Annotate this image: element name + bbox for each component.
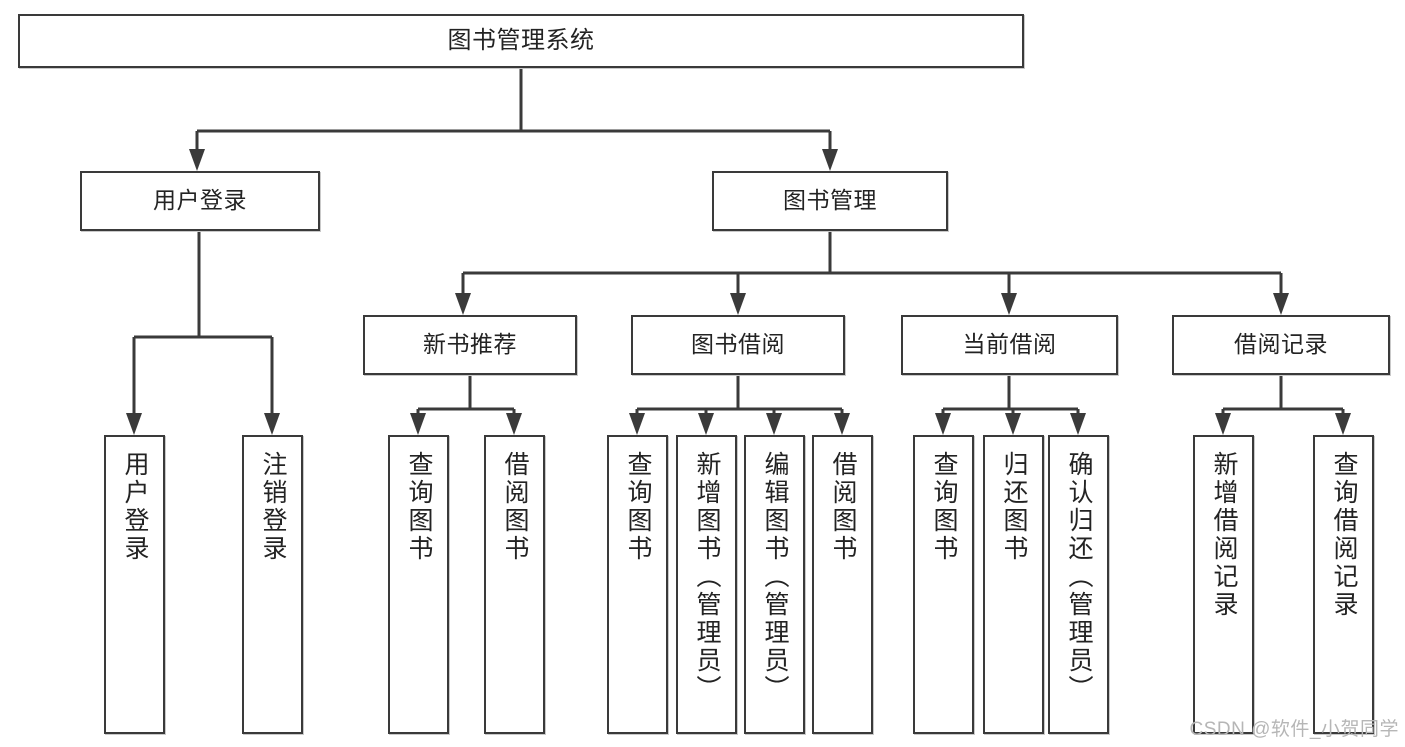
node-leaf-query-book-1[interactable]: 查询图书: [388, 435, 449, 734]
node-label: 图书借阅: [691, 331, 785, 358]
node-label: 查询图书: [930, 451, 958, 563]
watermark-text: CSDN @软件_小贺同学: [1189, 719, 1399, 740]
edge-group2-to-leaf-2-arrow: [1070, 413, 1086, 435]
node-label: 图书管理: [783, 187, 877, 214]
node-leaf-borrow-book-2[interactable]: 借阅图书: [812, 435, 873, 734]
edge-group1-to-leaf-1-arrow: [698, 413, 714, 435]
node-label: 用户登录: [121, 451, 149, 563]
edge-group2-to-leaf-0-arrow: [935, 413, 951, 435]
edge-group1-to-leaf-0-arrow: [629, 413, 645, 435]
node-leaf-borrow-book-1[interactable]: 借阅图书: [484, 435, 545, 734]
edge-book-manage-to-level2-2-arrow: [1001, 293, 1017, 315]
node-label: 归还图书: [1000, 451, 1028, 563]
edge-user-login-to-leaf-1-arrow: [264, 413, 280, 435]
node-leaf-query-book-3[interactable]: 查询图书: [913, 435, 974, 734]
edge-book-manage-to-level2-3-arrow: [1273, 293, 1289, 315]
node-label: 借阅图书: [501, 451, 529, 563]
node-book-manage[interactable]: 图书管理: [712, 171, 948, 231]
node-label: 当前借阅: [962, 331, 1057, 358]
edge-user-login-to-leaf-0-arrow: [126, 413, 142, 435]
node-leaf-return-book[interactable]: 归还图书: [983, 435, 1044, 734]
edge-group3-to-leaf-1-arrow: [1335, 413, 1351, 435]
node-leaf-user-login[interactable]: 用户登录: [104, 435, 165, 734]
node-label: 查询图书: [405, 451, 433, 563]
node-label: 新增图书（管理员）: [693, 451, 721, 703]
node-user-login[interactable]: 用户登录: [80, 171, 320, 231]
node-root-book-management-system[interactable]: 图书管理系统: [18, 14, 1024, 68]
node-label: 图书管理系统: [447, 26, 595, 54]
edge-root-to-level1-1-arrow: [822, 149, 838, 171]
node-label: 用户登录: [153, 187, 247, 214]
node-label: 编辑图书（管理员）: [761, 451, 789, 703]
node-label: 借阅图书: [829, 451, 857, 563]
node-label: 查询借阅记录: [1330, 451, 1358, 619]
node-book-borrow[interactable]: 图书借阅: [631, 315, 845, 375]
node-leaf-edit-book[interactable]: 编辑图书（管理员）: [744, 435, 805, 734]
node-current-borrow[interactable]: 当前借阅: [901, 315, 1118, 375]
node-label: 借阅记录: [1234, 331, 1328, 358]
node-leaf-logout[interactable]: 注销登录: [242, 435, 303, 734]
node-label: 新增借阅记录: [1210, 451, 1238, 619]
edge-group0-to-leaf-1-arrow: [506, 413, 522, 435]
edge-group1-to-leaf-2-arrow: [766, 413, 782, 435]
edge-group2-to-leaf-1-arrow: [1005, 413, 1021, 435]
node-label: 注销登录: [259, 451, 287, 563]
node-leaf-confirm-return[interactable]: 确认归还（管理员）: [1048, 435, 1109, 734]
node-leaf-query-book-2[interactable]: 查询图书: [607, 435, 668, 734]
edge-group0-to-leaf-0-arrow: [410, 413, 426, 435]
node-label: 新书推荐: [423, 331, 517, 358]
edge-group1-to-leaf-3-arrow: [834, 413, 850, 435]
node-leaf-query-record[interactable]: 查询借阅记录: [1313, 435, 1374, 734]
node-label: 确认归还（管理员）: [1065, 451, 1093, 703]
edge-root-to-level1-0-arrow: [189, 149, 205, 171]
node-label: 查询图书: [624, 451, 652, 563]
node-new-book-recommend[interactable]: 新书推荐: [363, 315, 577, 375]
edge-book-manage-to-level2-0-arrow: [455, 293, 471, 315]
node-leaf-add-record[interactable]: 新增借阅记录: [1193, 435, 1254, 734]
edge-book-manage-to-level2-1-arrow: [730, 293, 746, 315]
node-borrow-record[interactable]: 借阅记录: [1172, 315, 1390, 375]
node-leaf-add-book[interactable]: 新增图书（管理员）: [676, 435, 737, 734]
edge-group3-to-leaf-0-arrow: [1215, 413, 1231, 435]
